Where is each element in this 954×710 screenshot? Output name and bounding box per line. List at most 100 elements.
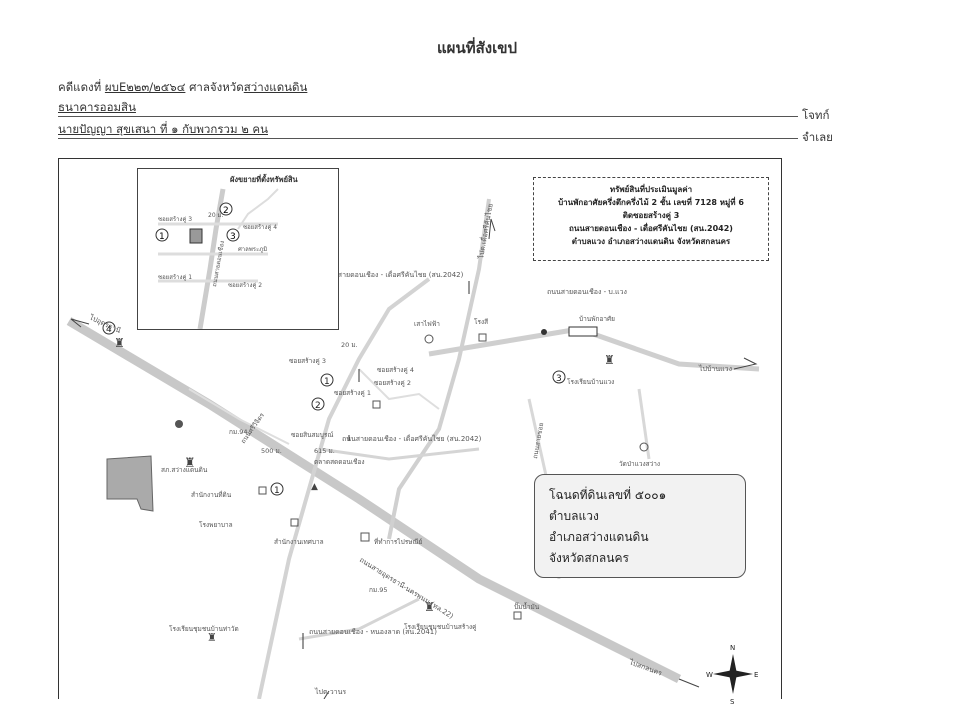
plaintiff-role: โจทก์ xyxy=(802,108,830,122)
school-bottom-left-label: โรงเรียนชุมชนบ้านท่าวัด xyxy=(169,625,239,633)
property-line-4: ถนนสายดอนเชือง - เดื่อศรีคันไชย (สน.2042… xyxy=(569,224,733,233)
deed-line-1: โฉนดที่ดินเลขที่ ๕๐๐๑ xyxy=(549,488,667,502)
inset-soi4: ซอยสร้างคู่ 4 xyxy=(243,224,277,231)
soi1-label: ซอยสร้างคู่ 1 xyxy=(334,389,371,397)
inset-title: ผังขยายที่ตั้งทรัพย์สิน xyxy=(230,175,298,184)
inset-parcel xyxy=(189,228,203,244)
landmark-icon xyxy=(424,334,434,344)
marker-1b: 1 xyxy=(274,486,280,496)
hospital-label: โรงพยาบาล xyxy=(199,521,233,529)
land-parcel xyxy=(106,455,154,512)
property-line-2: บ้านพักอาศัยครึ่งตึกครึ่งไม้ 2 ชั้น เลขท… xyxy=(558,198,744,207)
arrow-wanon-icon xyxy=(323,690,330,699)
property-line-3: ติดซอยสร้างคู่ 3 xyxy=(622,211,680,220)
case-number: ผบE๒๒๓/๒๕๖๔ xyxy=(104,80,186,94)
property-dot xyxy=(541,329,547,335)
office-label: สำนักงานที่ดิน xyxy=(191,490,232,499)
page-title: แผนที่สังเขป xyxy=(437,39,517,57)
marker-3: 3 xyxy=(556,374,562,384)
to-ban-waeng-label: ไปบ้านแวง xyxy=(698,364,732,373)
property-marker xyxy=(568,326,598,337)
inset-soi1: ซอยสร้างคู่ 1 xyxy=(158,274,192,281)
road-left xyxy=(188,388,290,445)
road-mid-label: ถนนสายดอนเชือง - เดื่อศรีคันไชย (สน.2042… xyxy=(342,434,482,443)
km95-label: กม.95 xyxy=(369,586,388,594)
deed-line-4: จังหวัดสกลนคร xyxy=(549,551,629,565)
building-icon xyxy=(513,611,522,620)
dist-20-label: 20 ม. xyxy=(341,341,358,349)
marker-2: 2 xyxy=(315,401,321,411)
property-info-box: ทรัพย์สินที่ประเมินมูลค่า บ้านพักอาศัยคร… xyxy=(533,177,769,261)
road-south xyxy=(298,597,420,641)
compass-icon: N S E W xyxy=(706,644,758,706)
highway-road xyxy=(66,317,682,684)
building-icon xyxy=(290,518,299,527)
arrow-dueasri-icon xyxy=(488,218,496,240)
property-line-1: ทรัพย์สินที่ประเมินมูลค่า xyxy=(609,185,693,194)
marker-1: 1 xyxy=(324,377,330,387)
road-top-label: ถนนสายดอนเชือง - เดื่อศรีคันไชย (สน.2042… xyxy=(324,270,464,279)
deed-callout: โฉนดที่ดินเลขที่ ๕๐๐๑ ตำบลแวง อำเภอสว่าง… xyxy=(534,474,746,578)
plaintiff-rule xyxy=(58,116,798,117)
inset-soi3: ซอยสร้างคู่ 3 xyxy=(158,216,192,223)
road-mid xyxy=(318,447,480,461)
dist-500-label: 500 ม. xyxy=(261,447,282,455)
to-dueasri-label: ไปต.เดื่อศรีคันไชย xyxy=(476,203,495,261)
arrow-udon-icon xyxy=(70,318,90,328)
defendant-rule xyxy=(58,138,798,139)
defendant-name: นายปัญญา สุขเสนา ที่ ๑ กับพวกรวม ๒ คน xyxy=(58,122,268,136)
deed-line-2: ตำบลแวง xyxy=(549,509,599,523)
soi2-label: ซอยสร้างคู่ 2 xyxy=(374,379,411,387)
road-bottom-label: ถนนสายดอนเชือง - หนองลาด (สน.2041) xyxy=(309,628,437,636)
soi4-label: ซอยสร้างคู่ 4 xyxy=(377,366,414,374)
case-line: คดีแดงที่ ผบE๒๒๓/๒๕๖๔ ศาลจังหวัดสว่างแดน… xyxy=(58,79,307,97)
inset-marker-1: 1 xyxy=(159,232,165,242)
marker-4: 4 xyxy=(106,325,112,335)
br-office-label: ที่ทำการไปรษณีย์ xyxy=(374,537,422,546)
deed-line-3: อำเภอสว่างแดนดิน xyxy=(549,530,649,544)
court-place: สว่างแดนดิน xyxy=(243,80,308,94)
km94-label: กม.94 xyxy=(229,428,248,436)
inset-dist: 20 ม. xyxy=(208,212,223,219)
house-label: บ้านพักอาศัย xyxy=(579,315,615,323)
compass-w: W xyxy=(706,671,713,679)
dist-615-label: 615 ม. xyxy=(314,447,335,455)
school-label: โรงเรียนบ้านแวง xyxy=(567,378,614,386)
temple-icon: ♜ xyxy=(207,631,217,644)
pub-office-label: สำนักงานเทศบาล xyxy=(274,538,324,546)
inset-soi2: ซอยสร้างคู่ 2 xyxy=(228,282,262,289)
arrow-sakon-icon xyxy=(678,678,700,688)
road-branch-label: ถนนสายดอนเชือง - บ.แวง xyxy=(547,288,627,296)
police-label: สภ.สว่างแดนดิน xyxy=(161,466,208,474)
soi3-label: ซอยสร้างคู่ 3 xyxy=(289,357,326,365)
road-main-north xyxy=(257,277,431,699)
property-line-5: ตำบลแวง อำเภอสว่างแดนดิน จังหวัดสกลนคร xyxy=(571,237,731,246)
soi-sin-label: ซอยสินสมบูรณ์ xyxy=(291,431,333,439)
building-icon xyxy=(360,532,370,542)
temple-icon: ♜ xyxy=(114,336,125,350)
arrow-ban-waeng-icon xyxy=(733,357,758,370)
pole-label: เสาไฟฟ้า xyxy=(414,320,440,328)
plaintiff-name: ธนาคารออมสิน xyxy=(58,100,136,114)
temple-icon: ♜ xyxy=(184,456,196,471)
defendant-role: จำเลย xyxy=(802,130,833,144)
rice-mill-label: โรงสี xyxy=(474,318,488,326)
inset-shrine: ศาลพระภูมิ xyxy=(238,246,267,253)
court-prefix: ศาลจังหวัด xyxy=(189,80,244,94)
landmark-icon xyxy=(175,420,183,428)
map-area: ♜ ♜ ♜ ♜ ▲ ♜ 1 2 3 4 1 ถนนสายดอนเชือง - เ… xyxy=(58,158,782,699)
landmark-icon xyxy=(639,442,649,452)
road-east xyxy=(428,326,760,372)
inset-marker-2: 2 xyxy=(223,206,229,216)
road-dueasri xyxy=(387,198,491,540)
building-icon xyxy=(372,400,381,409)
compass-e: E xyxy=(754,671,758,679)
school-bottom-label: โรงเรียนชุมชนบ้านสร้างคู่ xyxy=(404,623,477,631)
gas-label: ปั๊มน้ำมัน xyxy=(514,602,540,611)
map-drawing: ♜ ♜ ♜ ♜ ▲ ♜ 1 2 3 4 1 ถนนสายดอนเชือง - เ… xyxy=(66,198,760,699)
side-right-label: ถนนสายซอย xyxy=(531,422,545,459)
inset-map: ผังขยายที่ตั้งทรัพย์สิน 1 2 3 ซอยสร้างคู… xyxy=(137,168,339,330)
building-icon xyxy=(258,486,267,495)
soi-roads xyxy=(358,368,440,410)
person-icon: ▲ xyxy=(311,482,318,492)
